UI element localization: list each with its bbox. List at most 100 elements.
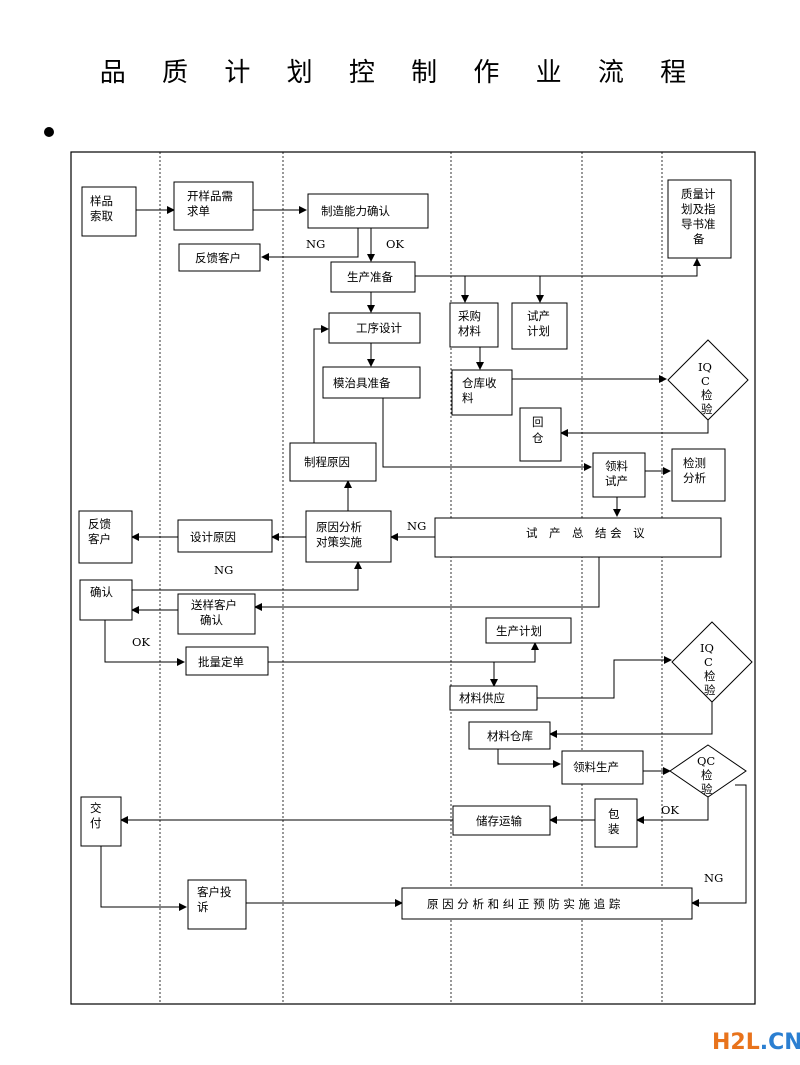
svg-text:试产: 试产 — [605, 474, 628, 488]
svg-text:客户投: 客户投 — [197, 885, 232, 899]
svg-text:索取: 索取 — [90, 209, 113, 223]
svg-text:诉: 诉 — [197, 900, 209, 914]
label-ng: NG — [704, 871, 723, 885]
svg-text:验: 验 — [701, 402, 713, 416]
svg-text:C: C — [704, 655, 713, 669]
node-warehouse-receive: 仓库收 料 — [451, 369, 513, 416]
watermark-logo: H2L.CN — [712, 1030, 800, 1055]
svg-text:材料仓库: 材料仓库 — [487, 729, 533, 743]
node-material-warehouse: 材料仓库 — [468, 721, 551, 750]
svg-text:QC: QC — [697, 754, 715, 768]
svg-text:备: 备 — [693, 232, 705, 246]
svg-text:检测: 检测 — [683, 456, 706, 470]
svg-text:检: 检 — [704, 669, 716, 683]
node-draw-trial: 领料 试产 — [592, 452, 646, 498]
svg-text:计划: 计划 — [527, 324, 550, 338]
label-ok: OK — [386, 237, 404, 251]
node-confirm: 确认 — [79, 579, 133, 621]
node-inspect-analysis: 检测 分析 — [671, 448, 726, 502]
node-trial-plan: 试产 计划 — [511, 302, 568, 350]
node-batch-order: 批量定单 — [185, 646, 269, 676]
svg-text:料: 料 — [462, 391, 474, 405]
svg-text:领料: 领料 — [605, 459, 628, 473]
node-design-cause: 设计原因 — [177, 519, 273, 553]
svg-text:验: 验 — [701, 782, 713, 796]
svg-text:IQ: IQ — [700, 641, 714, 655]
node-process-design: 工序设计 — [328, 312, 421, 344]
svg-text:C: C — [701, 374, 710, 388]
node-open-sample: 开样品需 求单 — [173, 181, 254, 231]
page-title: 品 质 计 划 控 制 作 业 流 程 — [99, 58, 701, 88]
label-ng: NG — [214, 563, 233, 577]
node-cause-analysis: 原因分析 对策实施 — [305, 510, 392, 563]
node-material-supply: 材料供应 — [449, 685, 538, 711]
svg-text:装: 装 — [608, 822, 620, 836]
svg-text:样品: 样品 — [90, 194, 113, 208]
node-feedback-customer-2: 反馈 客户 — [78, 510, 133, 564]
svg-text:材料供应: 材料供应 — [459, 691, 505, 705]
edge-labels: NG OK NG NG OK OK NG — [132, 237, 723, 885]
svg-text:确认: 确认 — [90, 585, 113, 599]
node-send-sample: 送样客户 确认 — [177, 593, 256, 635]
node-prod-plan: 生产计划 — [485, 617, 572, 644]
node-purchase: 采购 材料 — [449, 302, 499, 348]
node-capability: 制造能力确认 — [307, 193, 429, 229]
node-customer-complaint: 客户投 诉 — [187, 879, 247, 930]
svg-text:确认: 确认 — [200, 613, 223, 627]
node-trial-meeting: 试 产 总 结 会 议 — [434, 517, 722, 558]
node-feedback-customer-1: 反馈客户 — [178, 243, 261, 272]
svg-text:设计原因: 设计原因 — [190, 530, 236, 544]
svg-text:求单: 求单 — [187, 204, 210, 218]
node-iqc-2: IQ C 检 验 — [671, 621, 753, 703]
node-draw-production: 领料生产 — [561, 750, 644, 785]
label-ok: OK — [132, 635, 150, 649]
svg-text:反馈: 反馈 — [88, 517, 111, 531]
svg-text:交: 交 — [90, 801, 102, 815]
svg-text:材料: 材料 — [458, 324, 481, 338]
svg-text:付: 付 — [90, 816, 102, 830]
bullet-dot — [44, 127, 54, 137]
svg-text:领料生产: 领料生产 — [573, 760, 619, 774]
svg-text:仓库收: 仓库收 — [462, 376, 497, 390]
svg-text:制造能力确认: 制造能力确认 — [321, 204, 390, 218]
svg-text:送样客户: 送样客户 — [191, 598, 237, 612]
node-quality-plan: 质量计 划及指 导书准 备 — [667, 179, 732, 259]
node-prod-prep: 生产准备 — [330, 261, 416, 293]
svg-text:IQ: IQ — [698, 360, 712, 374]
label-ng: NG — [306, 237, 325, 251]
label-ng: NG — [407, 519, 426, 533]
label-ok: OK — [661, 803, 679, 817]
node-process-cause: 制程原因 — [289, 442, 377, 482]
svg-text:开样品需: 开样品需 — [187, 189, 233, 203]
node-iqc-1: IQ C 检 验 — [667, 339, 749, 421]
svg-text:检: 检 — [701, 388, 713, 402]
svg-text:包: 包 — [608, 807, 620, 821]
connectors — [100, 206, 747, 911]
node-deliver: 交 付 — [80, 796, 122, 847]
svg-text:检: 检 — [701, 768, 713, 782]
svg-text:生产准备: 生产准备 — [347, 270, 393, 284]
svg-text:分析: 分析 — [683, 471, 706, 485]
svg-text:质量计: 质量计 — [681, 187, 716, 201]
svg-text:仓: 仓 — [532, 431, 544, 445]
node-qc: QC 检 验 — [669, 744, 747, 798]
svg-text:划及指: 划及指 — [681, 202, 716, 216]
node-sample-request: 样品 索取 — [81, 186, 137, 237]
svg-text:原 因 分 析 和 纠 正 预 防 实 施 追 踪: 原 因 分 析 和 纠 正 预 防 实 施 追 踪 — [427, 897, 621, 911]
svg-text:试 产 总 结 会 议: 试 产 总 结 会 议 — [526, 526, 645, 540]
svg-text:制程原因: 制程原因 — [304, 455, 350, 469]
svg-text:客户: 客户 — [88, 532, 111, 546]
node-corrective-action: 原 因 分 析 和 纠 正 预 防 实 施 追 踪 — [401, 887, 693, 920]
svg-text:试产: 试产 — [527, 309, 550, 323]
svg-text:反馈客户: 反馈客户 — [195, 251, 241, 265]
node-storage-transport: 储存运输 — [452, 805, 551, 836]
svg-text:采购: 采购 — [458, 309, 481, 323]
diagram-frame — [70, 151, 756, 1005]
svg-text:导书准: 导书准 — [681, 217, 716, 231]
svg-text:原因分析: 原因分析 — [316, 520, 362, 534]
svg-text:储存运输: 储存运输 — [476, 814, 522, 828]
svg-text:验: 验 — [704, 683, 716, 697]
svg-text:模治具准备: 模治具准备 — [333, 376, 391, 390]
node-return-warehouse: 回 仓 — [519, 407, 562, 462]
